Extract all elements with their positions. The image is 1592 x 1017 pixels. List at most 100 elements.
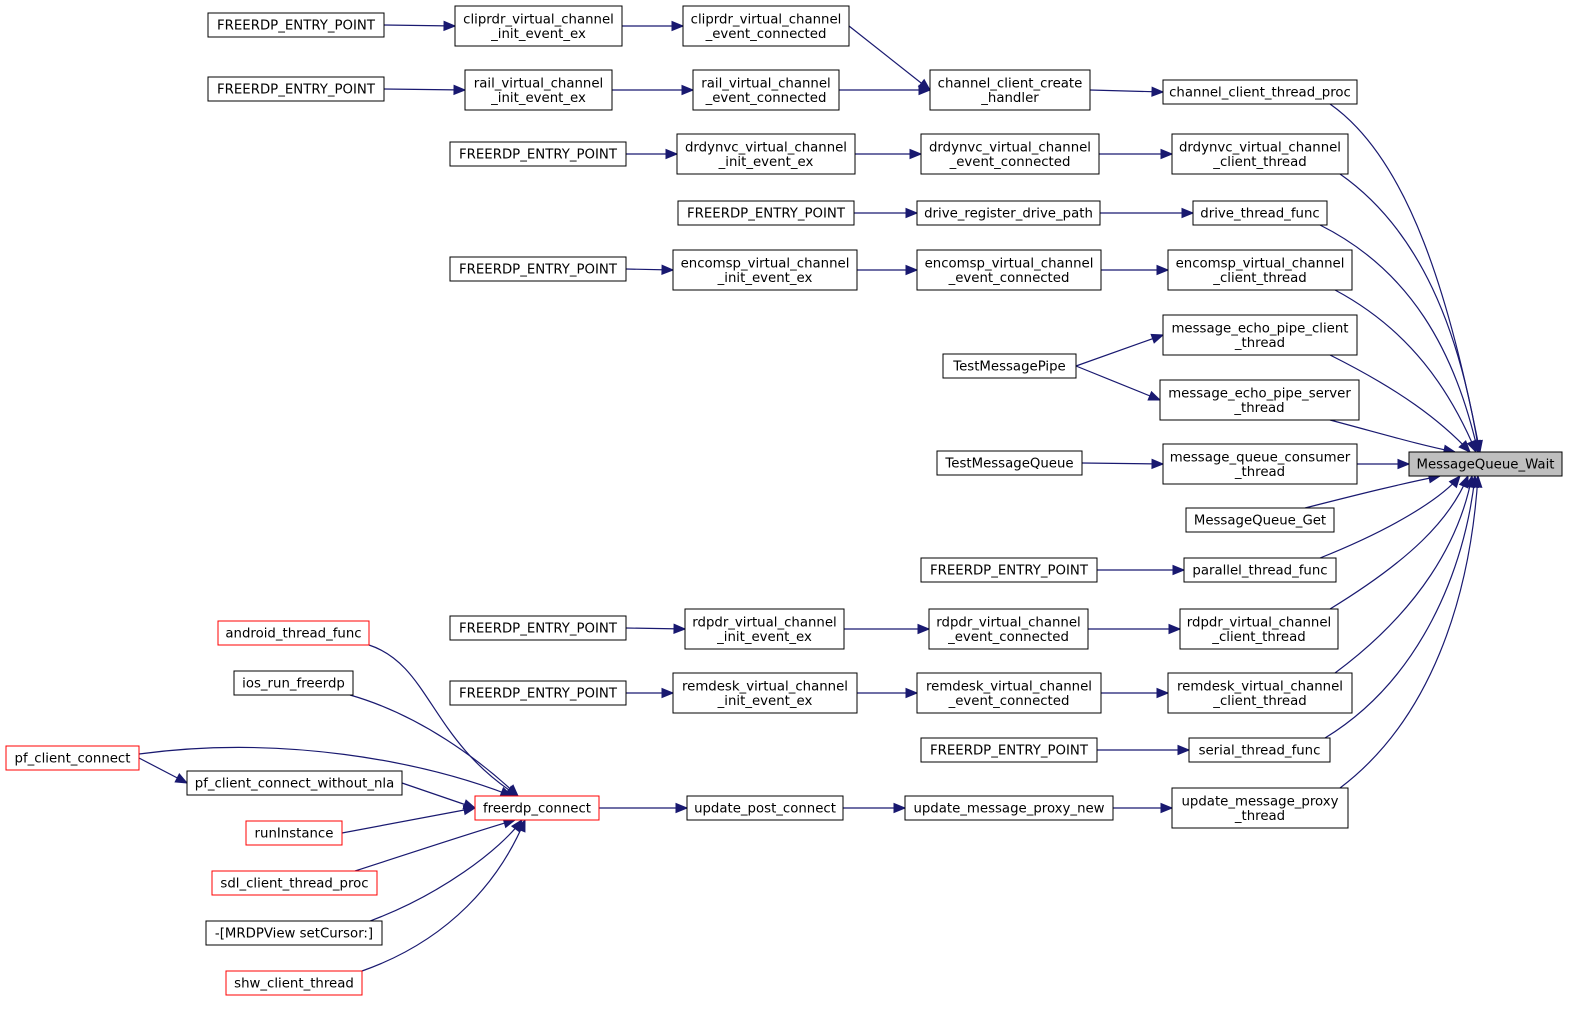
node-dvcie[interactable]: drdynvc_virtual_channel_init_event_ex [676, 133, 856, 175]
node-box [672, 672, 858, 714]
node-box [1162, 314, 1358, 356]
node-label: pf_client_connect [15, 752, 131, 767]
node-cctp[interactable]: channel_client_thread_proc [1162, 79, 1358, 105]
node-rmvcie[interactable]: remdesk_virtual_channel_init_event_ex [672, 672, 858, 714]
node-label: MessageQueue_Wait [1417, 458, 1555, 473]
node-evcec[interactable]: encomsp_virtual_channel_event_connected [916, 249, 1102, 291]
node-atf[interactable]: android_thread_func [217, 620, 370, 646]
node-label: update_message_proxy_new [913, 802, 1104, 817]
node-tmp[interactable]: TestMessagePipe [942, 353, 1077, 379]
node-label: MessageQueue_Get [1194, 514, 1326, 529]
node-umpt[interactable]: update_message_proxy_thread [1171, 787, 1349, 829]
node-fep9[interactable]: FREERDP_ENTRY_POINT [920, 737, 1098, 763]
node-cvcie[interactable]: cliprdr_virtual_channel_init_event_ex [454, 5, 623, 47]
node-box [186, 770, 403, 796]
node-box [1183, 557, 1337, 583]
node-rdvcie[interactable]: rdpdr_virtual_channel_init_event_ex [684, 608, 845, 650]
node-mqg[interactable]: MessageQueue_Get [1185, 507, 1335, 533]
edge-tmp-to-mepct [1075, 333, 1165, 367]
node-label: FREERDP_ENTRY_POINT [217, 83, 376, 98]
node-upc[interactable]: update_post_connect [686, 795, 844, 821]
node-rmvcec[interactable]: remdesk_virtual_channel_event_connected [916, 672, 1102, 714]
node-fep5[interactable]: FREERDP_ENTRY_POINT [449, 256, 627, 282]
node-label: parallel_thread_func [1192, 564, 1327, 579]
edge-sct-to-fc [361, 818, 526, 972]
node-label: ios_run_freerdp [242, 677, 345, 692]
node-box [920, 737, 1098, 763]
node-dtf[interactable]: drive_thread_func [1192, 200, 1328, 226]
node-dvct[interactable]: drdynvc_virtual_channel_client_thread [1171, 133, 1349, 175]
node-label: FREERDP_ENTRY_POINT [930, 564, 1089, 579]
node-mrdp[interactable]: -[MRDPView setCursor:] [205, 920, 383, 946]
node-rvcie[interactable]: rail_virtual_channel_init_event_ex [464, 69, 613, 111]
node-cvcec[interactable]: cliprdr_virtual_channel_event_connected [682, 5, 850, 47]
node-label: _client_thread [1212, 694, 1306, 709]
node-mepct[interactable]: message_echo_pipe_client_thread [1162, 314, 1358, 356]
node-mqw[interactable]: MessageQueue_Wait [1408, 451, 1563, 477]
node-dvcec[interactable]: drdynvc_virtual_channel_event_connected [920, 133, 1100, 175]
node-label: FREERDP_ENTRY_POINT [459, 148, 618, 163]
node-label: _init_event_ex [717, 271, 813, 286]
node-box [904, 795, 1114, 821]
node-label: _init_event_ex [717, 694, 813, 709]
node-sctp[interactable]: sdl_client_thread_proc [211, 870, 378, 896]
node-fep8[interactable]: FREERDP_ENTRY_POINT [449, 680, 627, 706]
node-label: encomsp_virtual_channel [925, 256, 1094, 271]
node-rdvcec[interactable]: rdpdr_virtual_channel_event_connected [928, 608, 1089, 650]
node-label: drdynvc_virtual_channel [1179, 140, 1341, 155]
node-box [1185, 507, 1335, 533]
node-fep1[interactable]: FREERDP_ENTRY_POINT [207, 12, 385, 38]
edge-cch-to-cctp [1089, 86, 1165, 97]
node-rvct[interactable]: rdpdr_virtual_channel_client_thread [1179, 608, 1339, 650]
node-label: update_message_proxy [1182, 794, 1339, 809]
edge-rvcie-to-rvcec [612, 84, 695, 96]
node-fep6[interactable]: FREERDP_ENTRY_POINT [920, 557, 1098, 583]
node-box [686, 795, 844, 821]
node-tmq[interactable]: TestMessageQueue [936, 450, 1083, 476]
node-cch[interactable]: channel_client_create_handler [929, 69, 1091, 111]
node-fep4[interactable]: FREERDP_ENTRY_POINT [677, 200, 855, 226]
edge-dvct-to-mqw [1339, 173, 1483, 454]
node-label: android_thread_func [225, 627, 361, 642]
node-mepst[interactable]: message_echo_pipe_server_thread [1159, 379, 1360, 421]
node-pcc[interactable]: pf_client_connect [5, 745, 140, 771]
node-umpn[interactable]: update_message_proxy_new [904, 795, 1114, 821]
edge-dvcie-to-dvcec [855, 148, 923, 160]
edge-irf-to-fc [349, 694, 519, 797]
node-box [916, 200, 1101, 226]
node-pccwn[interactable]: pf_client_connect_without_nla [186, 770, 403, 796]
node-box [929, 69, 1091, 111]
node-label: drive_thread_func [1200, 207, 1319, 222]
node-drdp[interactable]: drive_register_drive_path [916, 200, 1101, 226]
node-sct[interactable]: shw_client_thread [225, 970, 363, 996]
node-box [677, 200, 855, 226]
node-evcie[interactable]: encomsp_virtual_channel_init_event_ex [672, 249, 858, 291]
node-irf[interactable]: ios_run_freerdp [233, 670, 354, 696]
node-label: _client_thread [1212, 155, 1306, 170]
node-box [1162, 443, 1358, 485]
node-rvcec[interactable]: rail_virtual_channel_event_connected [692, 69, 840, 111]
node-box [682, 5, 850, 47]
node-mqct[interactable]: message_queue_consumer_thread [1162, 443, 1358, 485]
node-label: cliprdr_virtual_channel [691, 12, 842, 27]
node-box [245, 820, 343, 846]
node-fep7[interactable]: FREERDP_ENTRY_POINT [449, 615, 627, 641]
node-label: encomsp_virtual_channel [1176, 256, 1345, 271]
node-fep2[interactable]: FREERDP_ENTRY_POINT [207, 76, 385, 102]
node-label: rail_virtual_channel [701, 76, 830, 91]
node-fep3[interactable]: FREERDP_ENTRY_POINT [449, 141, 627, 167]
edge-fep7-to-rdvcie [625, 623, 687, 635]
node-label: message_echo_pipe_server [1168, 386, 1351, 401]
node-label: runInstance [255, 827, 334, 842]
node-box [1179, 608, 1339, 650]
node-label: message_queue_consumer [1170, 450, 1351, 465]
node-evct[interactable]: encomsp_virtual_channel_client_thread [1167, 249, 1353, 291]
node-fc[interactable]: freerdp_connect [474, 795, 600, 821]
node-ri[interactable]: runInstance [245, 820, 343, 846]
node-ptf[interactable]: parallel_thread_func [1183, 557, 1337, 583]
edge-cvcec-to-cch [848, 25, 932, 91]
node-rmvct[interactable]: remdesk_virtual_channel_client_thread [1167, 672, 1353, 714]
node-box [449, 615, 627, 641]
node-stf[interactable]: serial_thread_func [1188, 737, 1331, 763]
node-box [449, 141, 627, 167]
